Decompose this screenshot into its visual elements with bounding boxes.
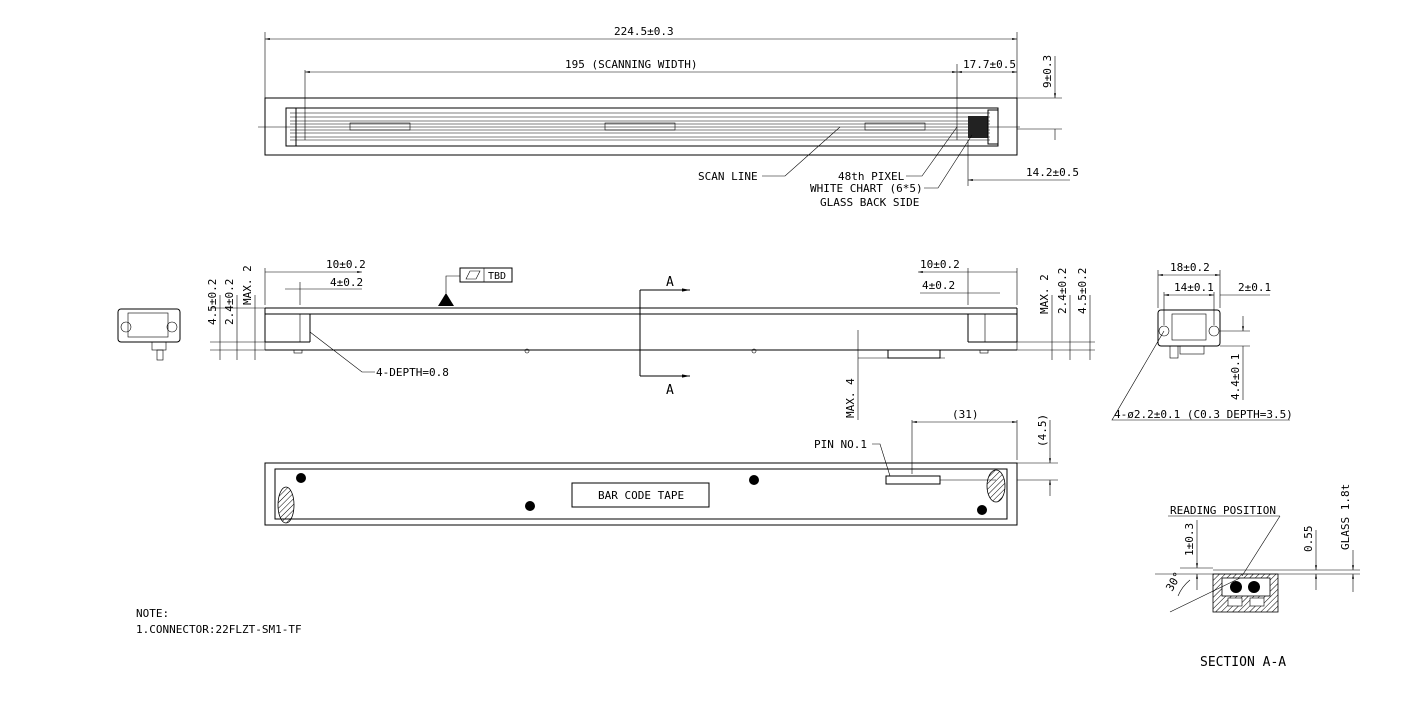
reading-label: READING POSITION bbox=[1170, 504, 1276, 517]
left-dim-10: 10±0.2 bbox=[326, 258, 366, 271]
white-chart-label: WHITE CHART (6*5) bbox=[810, 182, 923, 195]
section-a-bottom: A bbox=[666, 383, 674, 398]
section-view: READING POSITION 1±0.3 0.55 GLASS 1.8t 3… bbox=[1155, 484, 1360, 670]
flatness-icon bbox=[465, 270, 481, 280]
left-dim-4: 4±0.2 bbox=[330, 276, 363, 289]
right-dim-10: 10±0.2 bbox=[920, 258, 960, 271]
h44-label: 4.4±0.1 bbox=[1229, 354, 1242, 400]
w14-label: 14±0.1 bbox=[1174, 281, 1214, 294]
pin-label: PIN NO.1 bbox=[814, 438, 867, 451]
end-view: 18±0.2 14±0.1 2±0.1 4.4±0.1 4-ø2.2±0.1 (… bbox=[1111, 261, 1293, 421]
bottom-right-dim-label: 14.2±0.5 bbox=[1026, 166, 1079, 179]
glass-back-label: GLASS BACK SIDE bbox=[820, 196, 919, 209]
d1-label: 1±0.3 bbox=[1183, 523, 1196, 556]
w2-label: 2±0.1 bbox=[1238, 281, 1271, 294]
note-block: NOTE: 1.CONNECTOR:22FLZT-SM1-TF bbox=[136, 607, 302, 636]
glass-label: GLASS 1.8t bbox=[1339, 484, 1352, 550]
left-v3: MAX. 2 bbox=[241, 265, 254, 305]
dim31-label: (31) bbox=[952, 408, 979, 421]
side-view: TBD A A 10±0.2 4±0.2 10±0.2 4±0.2 4.5±0.… bbox=[117, 258, 1095, 420]
top-view: 224.5±0.3 195 (SCANNING WIDTH) 17.7±0.5 … bbox=[258, 25, 1079, 209]
section-a-top: A bbox=[666, 275, 674, 290]
tbd-label: TBD bbox=[488, 271, 506, 282]
section-title: SECTION A-A bbox=[1200, 655, 1286, 670]
pixel-label: 48th PIXEL bbox=[838, 170, 905, 183]
note-title: NOTE: bbox=[136, 607, 169, 620]
right-dim-4: 4±0.2 bbox=[922, 279, 955, 292]
d055-label: 0.55 bbox=[1302, 526, 1315, 553]
right-offset-label: 17.7±0.5 bbox=[963, 58, 1016, 71]
right-v1: MAX. 2 bbox=[1038, 274, 1051, 314]
left-v2: 2.4±0.2 bbox=[223, 279, 236, 325]
barcode-label: BAR CODE TAPE bbox=[598, 489, 684, 502]
left-v1: 4.5±0.2 bbox=[206, 279, 219, 325]
white-chart-block bbox=[968, 116, 988, 138]
note-line1: 1.CONNECTOR:22FLZT-SM1-TF bbox=[136, 623, 302, 636]
scan-width-label: 195 (SCANNING WIDTH) bbox=[565, 58, 697, 71]
dim45-label: (4.5) bbox=[1036, 414, 1049, 447]
bottom-view: BAR CODE TAPE PIN NO.1 (31) (4.5) bbox=[264, 408, 1058, 526]
right-v3: 4.5±0.2 bbox=[1076, 268, 1089, 314]
w18-label: 18±0.2 bbox=[1170, 261, 1210, 274]
right-v2: 2.4±0.2 bbox=[1056, 268, 1069, 314]
hole-label: 4-ø2.2±0.1 (C0.3 DEPTH=3.5) bbox=[1114, 408, 1293, 421]
barcode-box bbox=[571, 482, 710, 508]
overall-length-label: 224.5±0.3 bbox=[614, 25, 674, 38]
depth-label: 4-DEPTH=0.8 bbox=[376, 366, 449, 379]
scan-line-label: SCAN LINE bbox=[698, 170, 758, 183]
max4-label: MAX. 4 bbox=[844, 378, 857, 418]
datum-triangle-icon bbox=[438, 293, 454, 306]
height-dim-label: 9±0.3 bbox=[1041, 55, 1054, 88]
